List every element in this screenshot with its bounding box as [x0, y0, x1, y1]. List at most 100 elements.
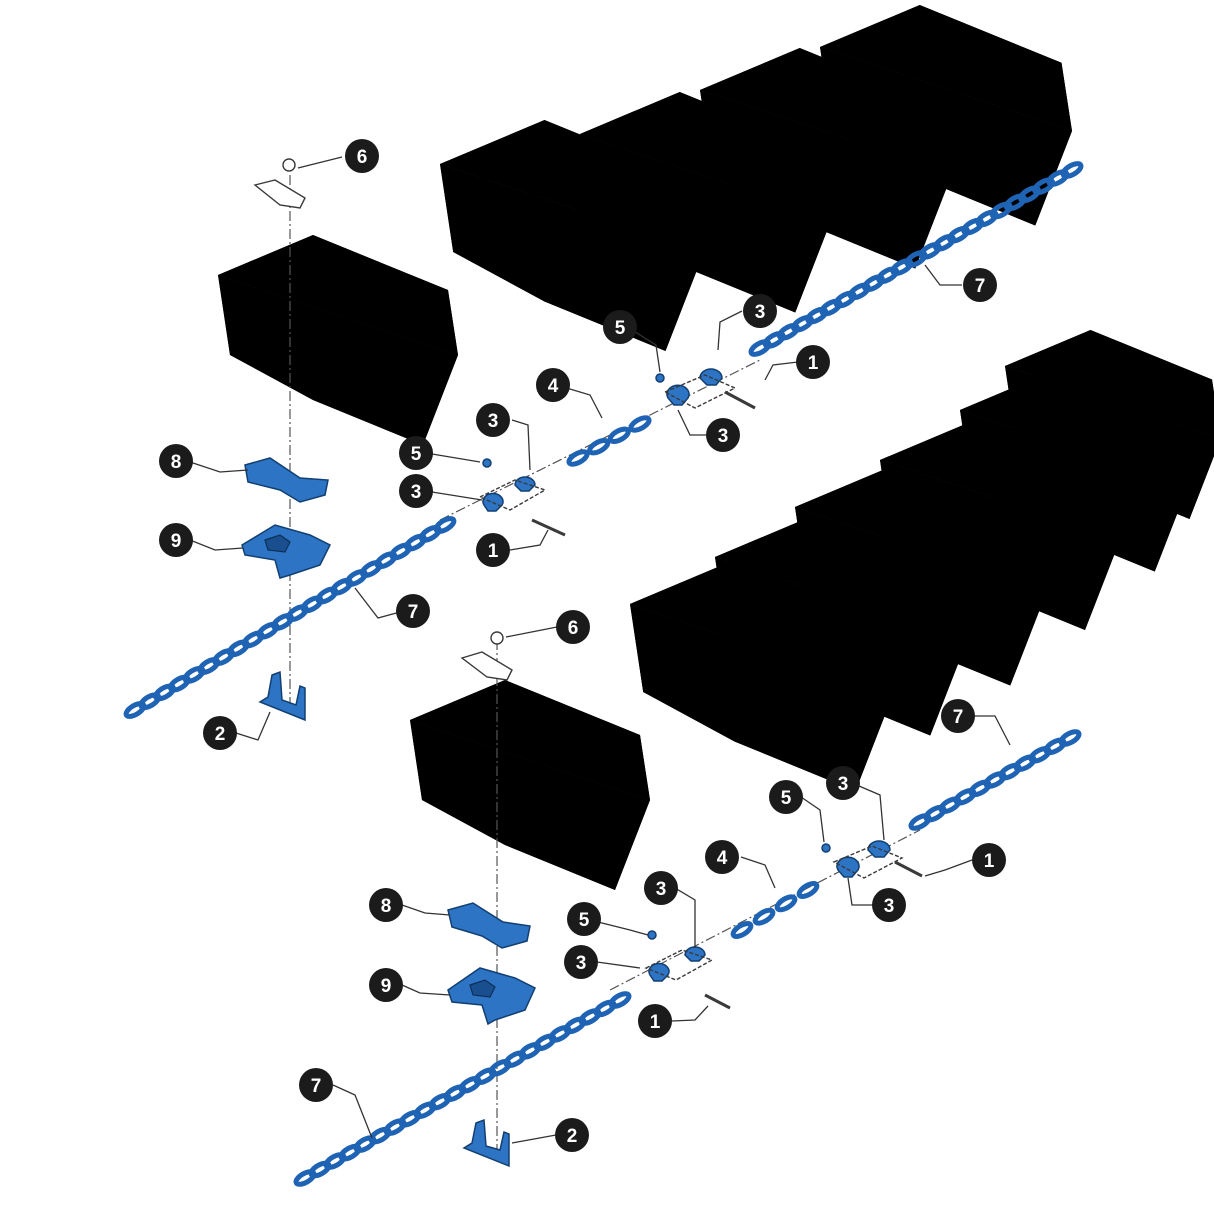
callout-circle [796, 345, 830, 379]
chain-link [1013, 754, 1037, 772]
callout-number: 8 [381, 896, 392, 917]
callout-5: 5 [399, 436, 433, 470]
chain-link [1018, 185, 1041, 204]
callout-number: 7 [975, 276, 986, 297]
chain-link [947, 225, 970, 244]
chain-link [975, 209, 999, 228]
callout-number: 7 [311, 1076, 322, 1097]
callout-2: 2 [555, 1118, 589, 1152]
chain-link [167, 674, 191, 693]
callout-number: 5 [579, 910, 590, 931]
chain-link [819, 298, 843, 317]
chain-link [847, 282, 871, 301]
chain-link [353, 1135, 377, 1153]
upper-hardware [241, 158, 756, 722]
chain-link [345, 568, 368, 587]
callout-circle [941, 699, 975, 733]
chain-link [374, 551, 398, 570]
callout-circle [203, 716, 237, 750]
chain-link [791, 314, 814, 333]
bucket-row-lower [630, 330, 1214, 791]
chain-link [308, 1160, 332, 1179]
shackle-plate [663, 374, 737, 409]
chain-link [932, 233, 956, 252]
callout-number: 6 [568, 618, 579, 639]
callout-circle [476, 403, 510, 437]
chain-link [212, 648, 235, 667]
lower-hardware [447, 631, 923, 1168]
chain-link [488, 1059, 512, 1077]
chain-link [1028, 746, 1052, 764]
callout-circle [556, 610, 590, 644]
chain-link [428, 1092, 452, 1111]
chain-link [533, 1033, 557, 1052]
callout-number: 1 [808, 353, 819, 374]
chain-link [413, 1101, 437, 1119]
pad-part-8 [447, 902, 531, 949]
chain-link [368, 1126, 392, 1145]
shackle-part-3 [666, 384, 690, 406]
callout-1: 1 [972, 843, 1006, 877]
callout-circle [399, 436, 433, 470]
callout-1: 1 [476, 533, 510, 567]
callout-3: 3 [476, 403, 510, 437]
callout-4: 4 [705, 840, 739, 874]
callout-number: 5 [411, 444, 422, 465]
chain-link [833, 290, 857, 309]
block-slot [264, 534, 291, 553]
callout-number: 3 [411, 482, 422, 503]
block-slot [469, 979, 496, 998]
callout-circle [345, 139, 379, 173]
callout-7: 7 [941, 699, 975, 733]
chain-link [359, 560, 383, 578]
callout-circle [972, 843, 1006, 877]
callout-number: 3 [576, 953, 587, 974]
chain-link [774, 894, 798, 913]
nut-part-5 [482, 458, 492, 468]
chain-link [323, 1152, 347, 1170]
callout-number: 4 [717, 848, 728, 869]
chain-link [607, 426, 631, 445]
nut-part-5 [821, 843, 831, 853]
chain-link [752, 907, 776, 926]
chain-link [578, 1008, 602, 1026]
clip-part-2 [258, 670, 306, 722]
callout-8: 8 [159, 444, 193, 478]
chain-link [762, 331, 786, 349]
chain-link [197, 657, 221, 675]
callout-number: 3 [488, 411, 499, 432]
bolt-part-1 [531, 518, 566, 537]
shackle-part-3 [684, 946, 706, 962]
bolt-part-1 [724, 390, 756, 410]
callout-circle [638, 1004, 672, 1038]
leader-lines [189, 156, 1011, 1144]
callout-3: 3 [872, 888, 906, 922]
chain-link [153, 683, 176, 702]
callout-number: 2 [567, 1126, 578, 1147]
chain-link [776, 322, 800, 341]
bucket [218, 235, 458, 445]
callout-circle [555, 1118, 589, 1152]
chain-link [748, 339, 772, 357]
chain-link [608, 991, 632, 1009]
chain-link [338, 1143, 362, 1162]
callout-number: 7 [408, 602, 419, 623]
chain-link [1058, 729, 1082, 747]
callout-circle [706, 418, 740, 452]
nut-part-5 [647, 930, 657, 940]
callout-number: 3 [755, 302, 766, 323]
chains [123, 161, 1084, 1187]
bucket-single-upper [218, 235, 458, 445]
callout-circle [826, 766, 860, 800]
callout-circle [644, 871, 678, 905]
chain-link [315, 586, 339, 605]
chain-link [293, 1169, 317, 1187]
callout-circle [567, 902, 601, 936]
callout-circle [369, 968, 403, 1002]
callout-circle [476, 533, 510, 567]
callout-circle [743, 294, 777, 328]
chain-link [918, 242, 942, 260]
bolt-part-1 [894, 860, 923, 878]
